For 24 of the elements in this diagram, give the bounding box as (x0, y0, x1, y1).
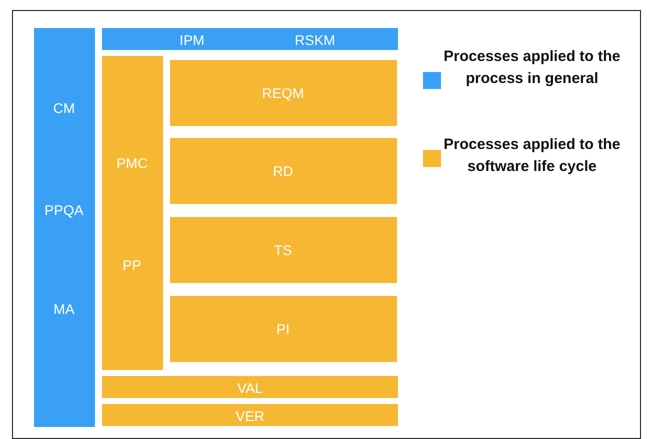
process-label: MA (54, 301, 74, 317)
process-label: RSKM (294, 32, 336, 48)
process-box (102, 404, 398, 426)
process-label: REQM (262, 85, 304, 101)
process-box (170, 138, 397, 204)
process-box (170, 217, 397, 283)
process-label: PMC (116, 155, 148, 171)
process-box (170, 296, 397, 362)
legend-label: Processes applied to the process in general (442, 47, 622, 89)
process-bar (102, 28, 398, 50)
process-box (170, 60, 397, 126)
process-label: PPQA (44, 202, 84, 218)
process-label: VER (236, 408, 264, 424)
process-label: VAL (237, 380, 263, 396)
process-box (102, 56, 163, 370)
process-label: IPM (180, 32, 204, 48)
process-label: PP (122, 257, 142, 273)
process-box (102, 376, 398, 398)
process-label: CM (53, 100, 75, 116)
process-label: RD (272, 163, 294, 179)
legend-label: Processes applied to the software life cycle (442, 135, 622, 177)
process-label: PI (276, 321, 290, 337)
process-bar (34, 28, 95, 427)
process-label: TS (274, 242, 292, 258)
